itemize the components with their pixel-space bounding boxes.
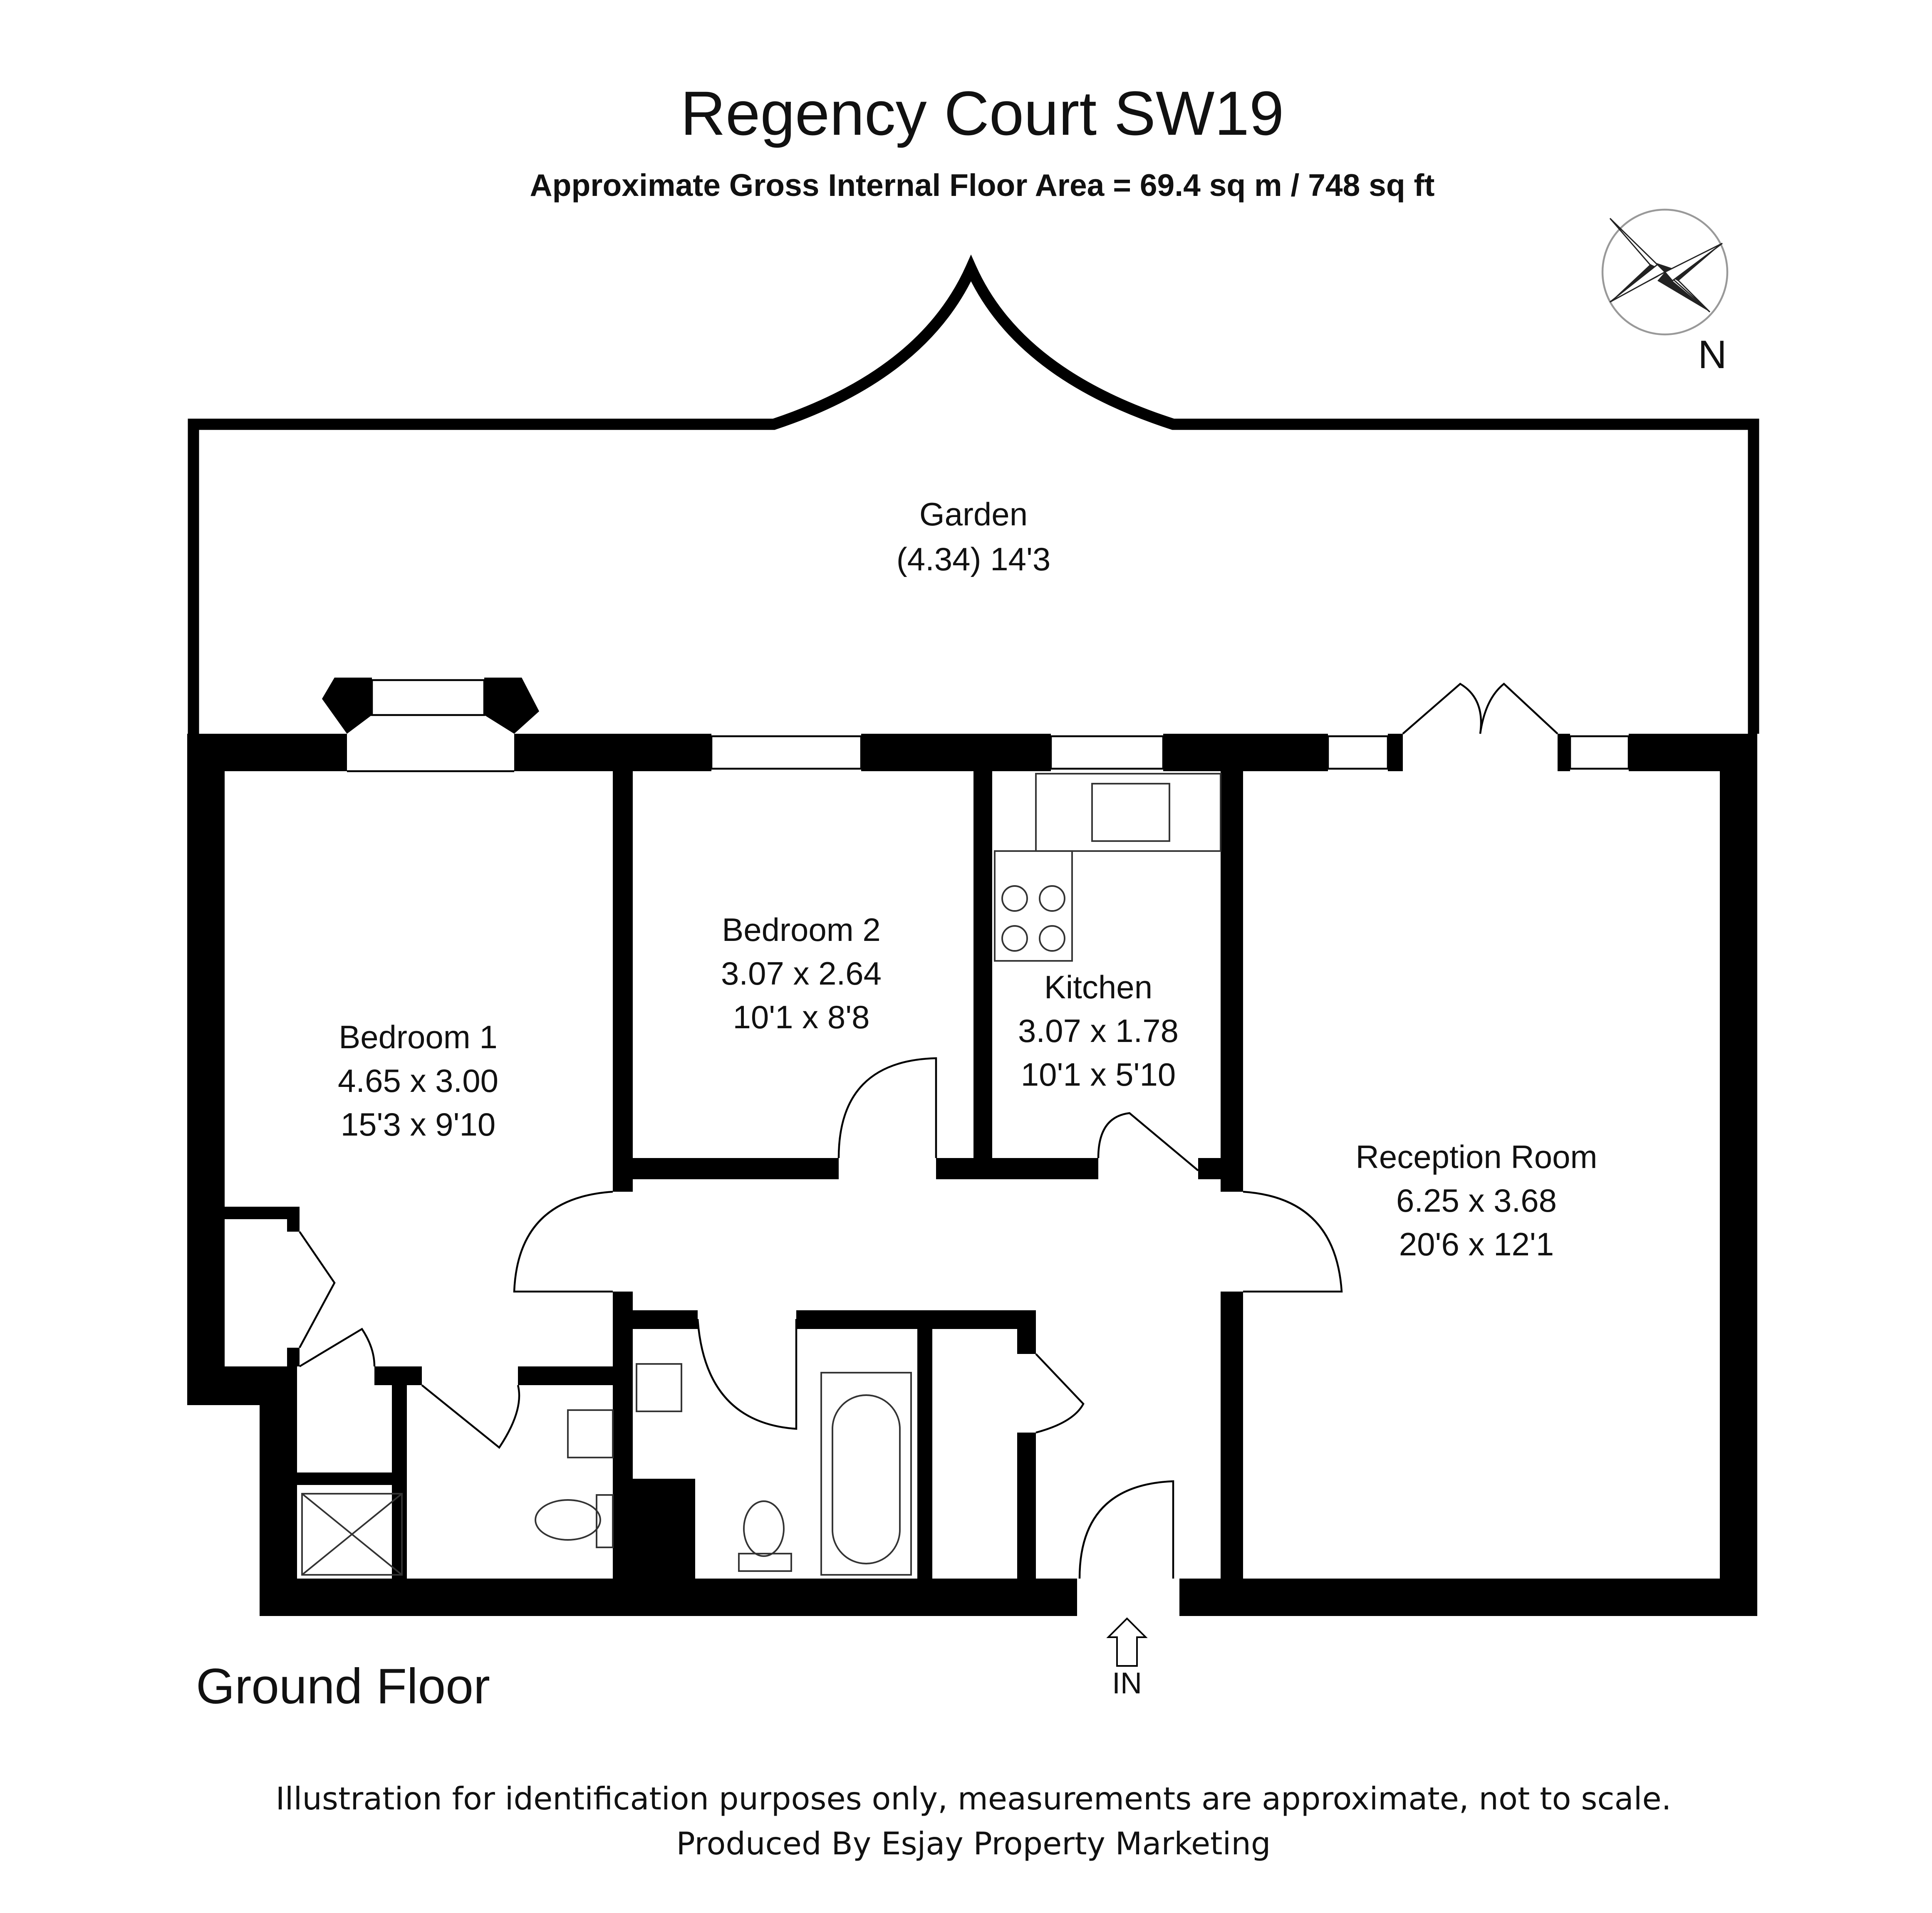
reception-room-imperial: 20'6 x 12'1 bbox=[1399, 1226, 1554, 1262]
windows bbox=[347, 679, 1630, 772]
producer-credit: Produced By Esjay Property Marketing bbox=[676, 1825, 1271, 1862]
doors bbox=[299, 683, 1558, 1579]
bedroom-2-imperial: 10'1 x 8'8 bbox=[733, 999, 869, 1035]
fixtures bbox=[301, 773, 1221, 1576]
garden-label: Garden bbox=[919, 496, 1028, 532]
compass-north-label: N bbox=[1698, 332, 1726, 377]
floor-label: Ground Floor bbox=[196, 1658, 490, 1714]
kitchen-metric: 3.07 x 1.78 bbox=[1018, 1012, 1179, 1049]
reception-room-label: Reception Room bbox=[1356, 1138, 1598, 1175]
walls bbox=[187, 678, 1757, 1616]
garden-dimensions: (4.34) 14'3 bbox=[897, 541, 1050, 577]
floor-area-subtitle: Approximate Gross Internal Floor Area = … bbox=[530, 168, 1435, 203]
disclaimer-text: Illustration for identification purposes… bbox=[276, 1780, 1672, 1817]
garden-boundary bbox=[188, 254, 1759, 734]
compass-icon bbox=[1601, 208, 1729, 336]
bedroom-1-metric: 4.65 x 3.00 bbox=[338, 1062, 498, 1099]
entrance-label: IN bbox=[1112, 1667, 1142, 1700]
bedroom-1-label: Bedroom 1 bbox=[339, 1019, 498, 1055]
plan-title: Regency Court SW19 bbox=[681, 78, 1284, 148]
bedroom-2-metric: 3.07 x 2.64 bbox=[721, 955, 882, 992]
bedroom-2-label: Bedroom 2 bbox=[722, 911, 881, 948]
kitchen-label: Kitchen bbox=[1044, 969, 1152, 1005]
entrance-arrow-icon bbox=[1106, 1617, 1148, 1667]
room-labels: Garden (4.34) 14'3 Bedroom 1 4.65 x 3.00… bbox=[338, 496, 1597, 1262]
reception-room-metric: 6.25 x 3.68 bbox=[1396, 1182, 1557, 1219]
bedroom-1-imperial: 15'3 x 9'10 bbox=[341, 1106, 495, 1143]
kitchen-imperial: 10'1 x 5'10 bbox=[1021, 1056, 1176, 1093]
